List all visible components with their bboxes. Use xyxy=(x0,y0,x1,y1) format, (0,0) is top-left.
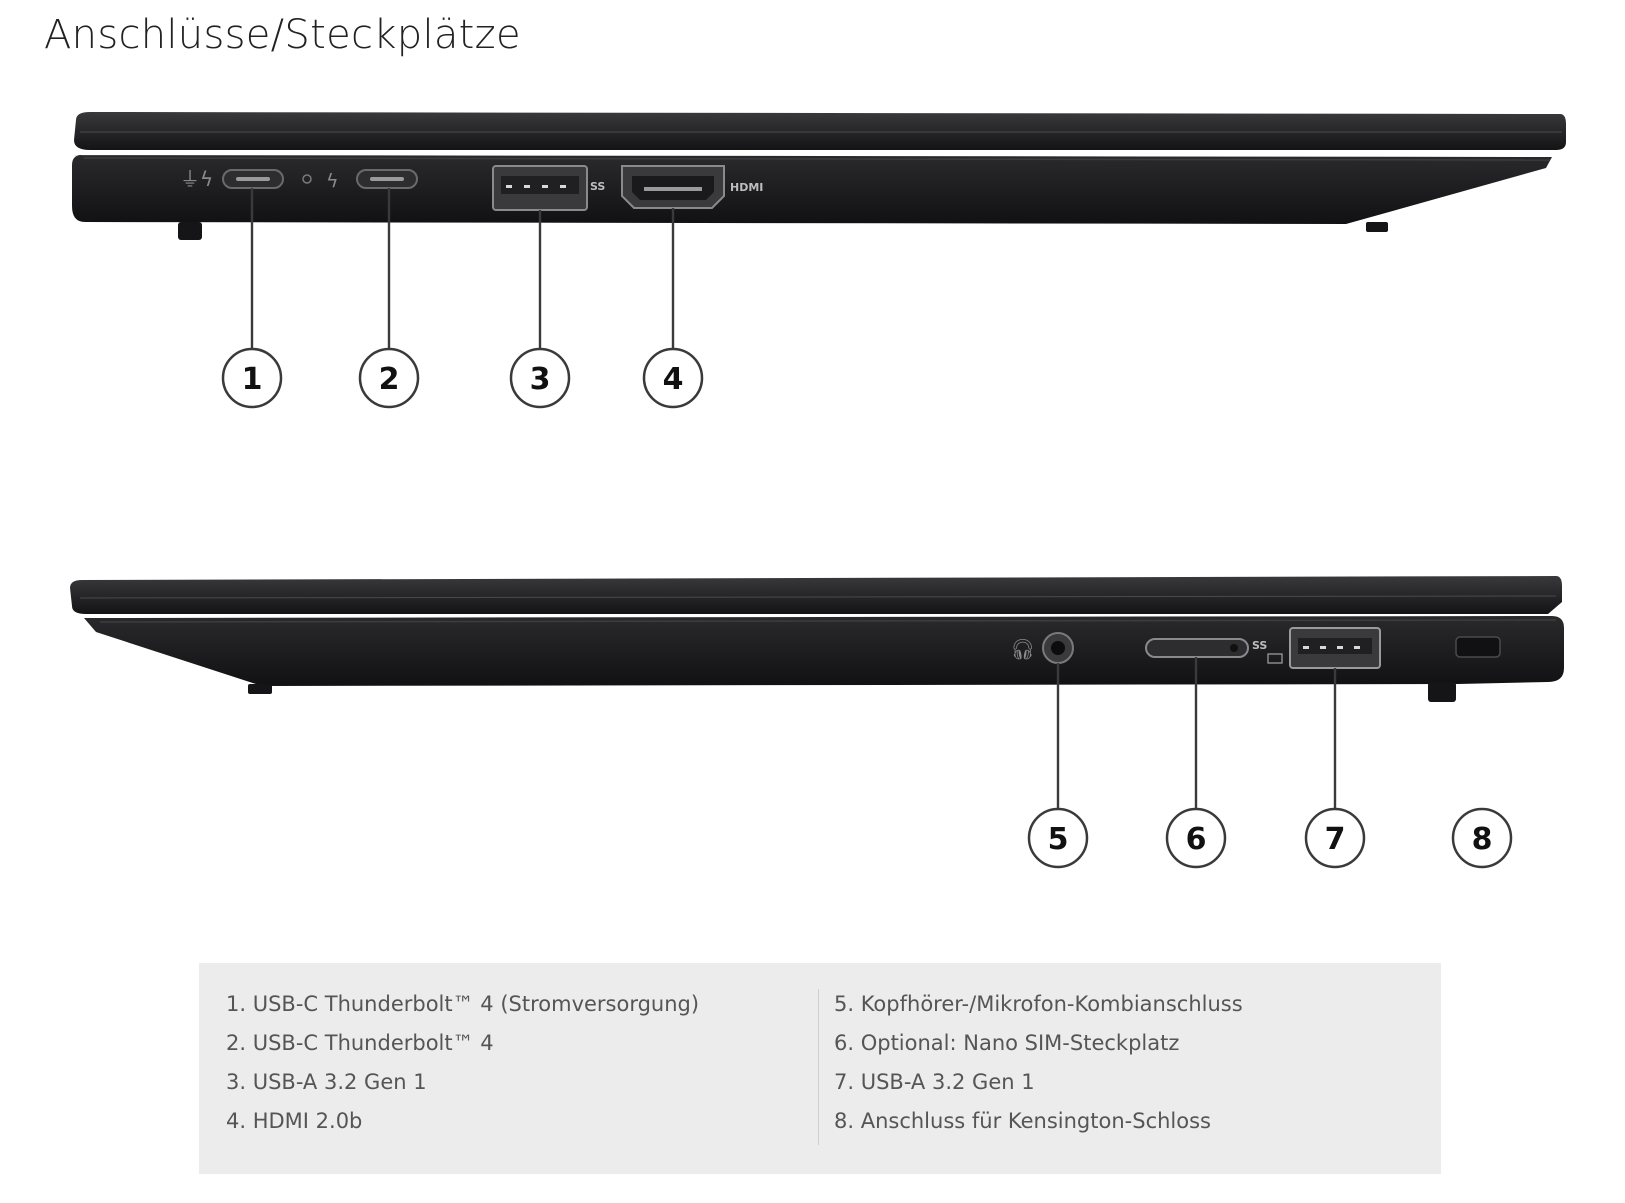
callout-8: 8 xyxy=(1451,807,1513,869)
usb-a-port: SS xyxy=(492,165,605,211)
kensington-lock-slot xyxy=(1455,636,1501,658)
legend-item: 5. Kopfhörer-/Mikrofon-Kombianschluss xyxy=(834,992,1243,1016)
legend-column-left: 1. USB-C Thunderbolt™ 4 (Stromversorgung… xyxy=(226,989,699,1145)
legend-item: 4. HDMI 2.0b xyxy=(226,1109,363,1133)
legend-item: 2. USB-C Thunderbolt™ 4 xyxy=(226,1031,494,1055)
legend-item: 1. USB-C Thunderbolt™ 4 (Stromversorgung… xyxy=(226,992,700,1016)
usb-c-power-port: ⏚ ϟ xyxy=(180,167,284,191)
callout-6: 6 xyxy=(1165,807,1227,869)
callout-number: 4 xyxy=(663,362,684,397)
legend-column-right: 5. Kopfhörer-/Mikrofon-Kombianschluss 6.… xyxy=(834,989,1243,1145)
headset-icon: 🎧︎ xyxy=(1010,637,1035,661)
legend-item: 6. Optional: Nano SIM-Steckplatz xyxy=(834,1031,1180,1055)
svg-text:ϟ: ϟ xyxy=(326,170,339,192)
svg-text:ϟ: ϟ xyxy=(200,167,213,191)
hdmi-marking: HDMI xyxy=(730,181,763,194)
legend-item: 7. USB-A 3.2 Gen 1 xyxy=(834,1070,1035,1094)
usb-a-marking: SS xyxy=(590,180,605,193)
hdmi-port: HDMI xyxy=(621,165,763,209)
callout-1: 1 xyxy=(221,347,283,409)
callout-number: 7 xyxy=(1325,822,1346,857)
callout-number: 3 xyxy=(530,362,551,397)
callout-number: 6 xyxy=(1186,822,1207,857)
legend-item: 8. Anschluss für Kensington-Schloss xyxy=(834,1109,1211,1133)
callout-5: 5 xyxy=(1027,807,1089,869)
callout-3: 3 xyxy=(509,347,571,409)
laptop-left-side: ⏚ ϟ ϟ SS HDMI xyxy=(72,112,1566,240)
page-title: Anschlüsse/Steckplätze xyxy=(44,12,521,58)
callout-number: 1 xyxy=(242,362,263,397)
legend-item: 3. USB-A 3.2 Gen 1 xyxy=(226,1070,427,1094)
laptop-right-side: 🎧︎ SS xyxy=(70,576,1564,702)
usb-c-port: ϟ xyxy=(302,169,418,192)
svg-text:⏚: ⏚ xyxy=(180,167,200,191)
callout-7: 7 xyxy=(1304,807,1366,869)
callout-4: 4 xyxy=(642,347,704,409)
callout-number: 2 xyxy=(379,362,400,397)
callout-2: 2 xyxy=(358,347,420,409)
legend-divider xyxy=(818,989,819,1145)
usb-a-marking-right: SS xyxy=(1252,639,1267,652)
audio-jack-port: 🎧︎ xyxy=(1010,632,1074,664)
callout-number: 8 xyxy=(1472,822,1493,857)
usb-a-port-right xyxy=(1289,627,1381,669)
callout-number: 5 xyxy=(1048,822,1069,857)
ports-diagram: ⏚ ϟ ϟ SS HDMI xyxy=(70,112,1566,869)
ports-legend: 1. USB-C Thunderbolt™ 4 (Stromversorgung… xyxy=(199,963,1441,1174)
